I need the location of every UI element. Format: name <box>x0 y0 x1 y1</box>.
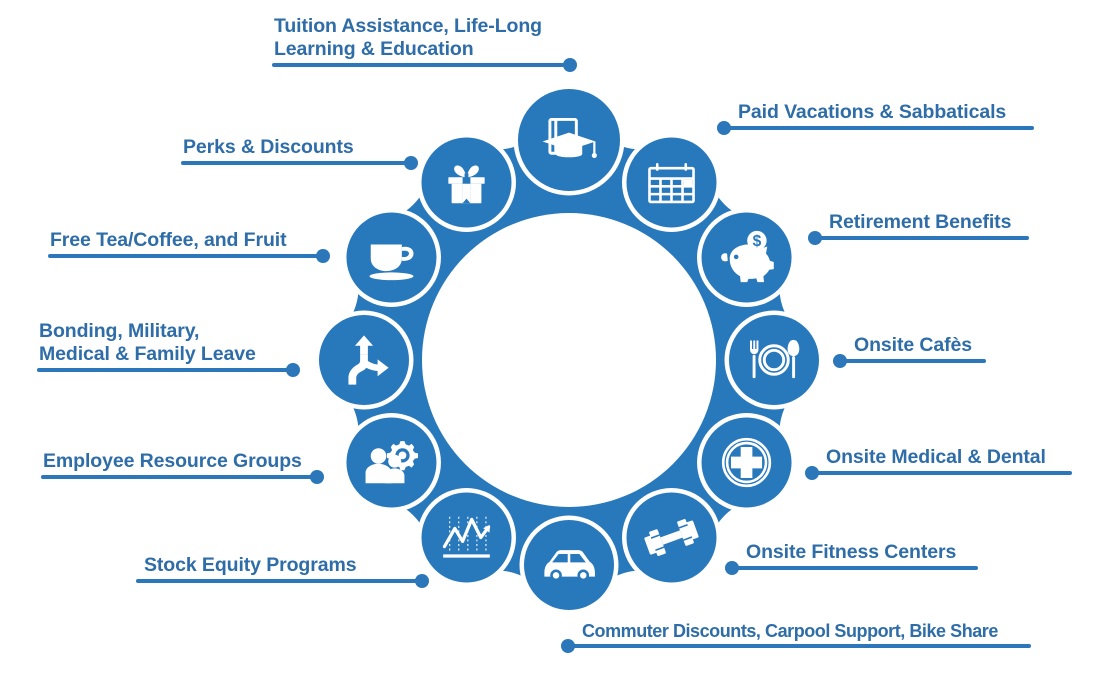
medical-cross-icon <box>721 437 772 488</box>
icon-circle-layer: $ <box>314 84 824 615</box>
leader-dot <box>563 58 577 72</box>
callout-erg[interactable]: Employee Resource Groups <box>41 450 324 484</box>
car-icon <box>544 550 595 582</box>
callout-label-leave: Bonding, Military, Medical & Family Leav… <box>39 320 256 365</box>
three-arrows-icon <box>348 335 389 385</box>
callout-label-perks: Perks & Discounts <box>183 136 354 158</box>
leader-line <box>725 561 978 575</box>
callout-stock[interactable]: Stock Equity Programs <box>136 554 429 588</box>
piggy-bank-dollar-icon: $ <box>721 230 774 283</box>
leader-line <box>48 249 330 263</box>
stock-chart-icon <box>442 516 491 558</box>
icon-circle-medical[interactable] <box>697 413 797 512</box>
icon-circle-stock[interactable] <box>417 488 516 588</box>
callout-label-cafes: Onsite Cafès <box>854 334 973 356</box>
icon-circle-leave[interactable] <box>314 310 414 410</box>
graduation-cap-book-icon <box>542 117 597 158</box>
leader-line <box>833 354 986 368</box>
people-gear-icon <box>365 441 419 484</box>
leader-dot <box>717 121 731 135</box>
leader-dot <box>316 249 330 263</box>
leader-line <box>561 639 1031 654</box>
callout-vacations[interactable]: Paid Vacations & Sabbaticals <box>717 101 1034 135</box>
callout-label-tuition: Tuition Assistance, Life-Long Learning &… <box>274 15 542 60</box>
leader-dot <box>808 231 822 245</box>
leader-line <box>717 121 1034 135</box>
gift-box-icon <box>448 165 485 204</box>
leader-dot <box>833 354 847 368</box>
plate-fork-spoon-icon <box>750 339 800 379</box>
callout-label-vacations: Paid Vacations & Sabbaticals <box>738 101 1007 123</box>
icon-circle-vacations[interactable] <box>622 132 721 232</box>
callout-refreshments[interactable]: Free Tea/Coffee, and Fruit <box>48 229 330 263</box>
callout-retirement[interactable]: Retirement Benefits <box>808 211 1029 245</box>
icon-circle-retirement[interactable]: $ <box>697 208 797 307</box>
leader-dot <box>310 470 324 484</box>
coffee-cup-icon <box>369 244 414 281</box>
leader-dot <box>286 363 300 377</box>
leader-dot <box>404 156 418 170</box>
svg-text:$: $ <box>753 233 762 250</box>
callout-medical[interactable]: Onsite Medical & Dental <box>805 446 1072 480</box>
callout-label-retirement: Retirement Benefits <box>829 211 1012 233</box>
callout-label-erg: Employee Resource Groups <box>43 450 302 472</box>
icon-circle-fitness[interactable] <box>622 488 721 588</box>
callout-tuition[interactable]: Tuition Assistance, Life-Long Learning &… <box>272 15 577 72</box>
leader-line <box>805 466 1072 480</box>
dumbbell-icon <box>644 519 699 556</box>
callout-label-commuter: Commuter Discounts, Carpool Support, Bik… <box>582 621 998 641</box>
callout-cafes[interactable]: Onsite Cafès <box>833 334 986 368</box>
callout-leave[interactable]: Bonding, Military, Medical & Family Leav… <box>37 320 300 377</box>
calendar-icon <box>648 163 695 204</box>
leader-line <box>41 470 324 484</box>
leader-dot <box>415 574 429 588</box>
leader-line <box>37 363 300 377</box>
icon-circle-perks[interactable] <box>417 132 516 232</box>
leader-line <box>136 574 429 588</box>
icon-circle-erg[interactable] <box>341 413 441 512</box>
callout-label-stock: Stock Equity Programs <box>144 554 357 576</box>
leader-dot <box>561 639 575 654</box>
callout-label-refreshments: Free Tea/Coffee, and Fruit <box>50 229 287 251</box>
callout-label-fitness: Onsite Fitness Centers <box>746 541 957 563</box>
callout-label-medical: Onsite Medical & Dental <box>826 446 1046 468</box>
icon-circle-cafes[interactable] <box>724 310 824 410</box>
icon-circle-commuter[interactable] <box>519 515 619 615</box>
icon-circle-tuition[interactable] <box>513 84 625 196</box>
icon-circle-refreshments[interactable] <box>341 208 441 307</box>
callout-fitness[interactable]: Onsite Fitness Centers <box>725 541 978 575</box>
callout-perks[interactable]: Perks & Discounts <box>181 136 418 170</box>
callout-commuter[interactable]: Commuter Discounts, Carpool Support, Bik… <box>561 621 1031 654</box>
ring-band <box>335 126 803 594</box>
leader-dot <box>805 466 819 480</box>
leader-dot <box>725 561 739 575</box>
leader-line <box>181 156 418 170</box>
leader-line <box>808 231 1029 245</box>
leader-line <box>272 58 577 72</box>
